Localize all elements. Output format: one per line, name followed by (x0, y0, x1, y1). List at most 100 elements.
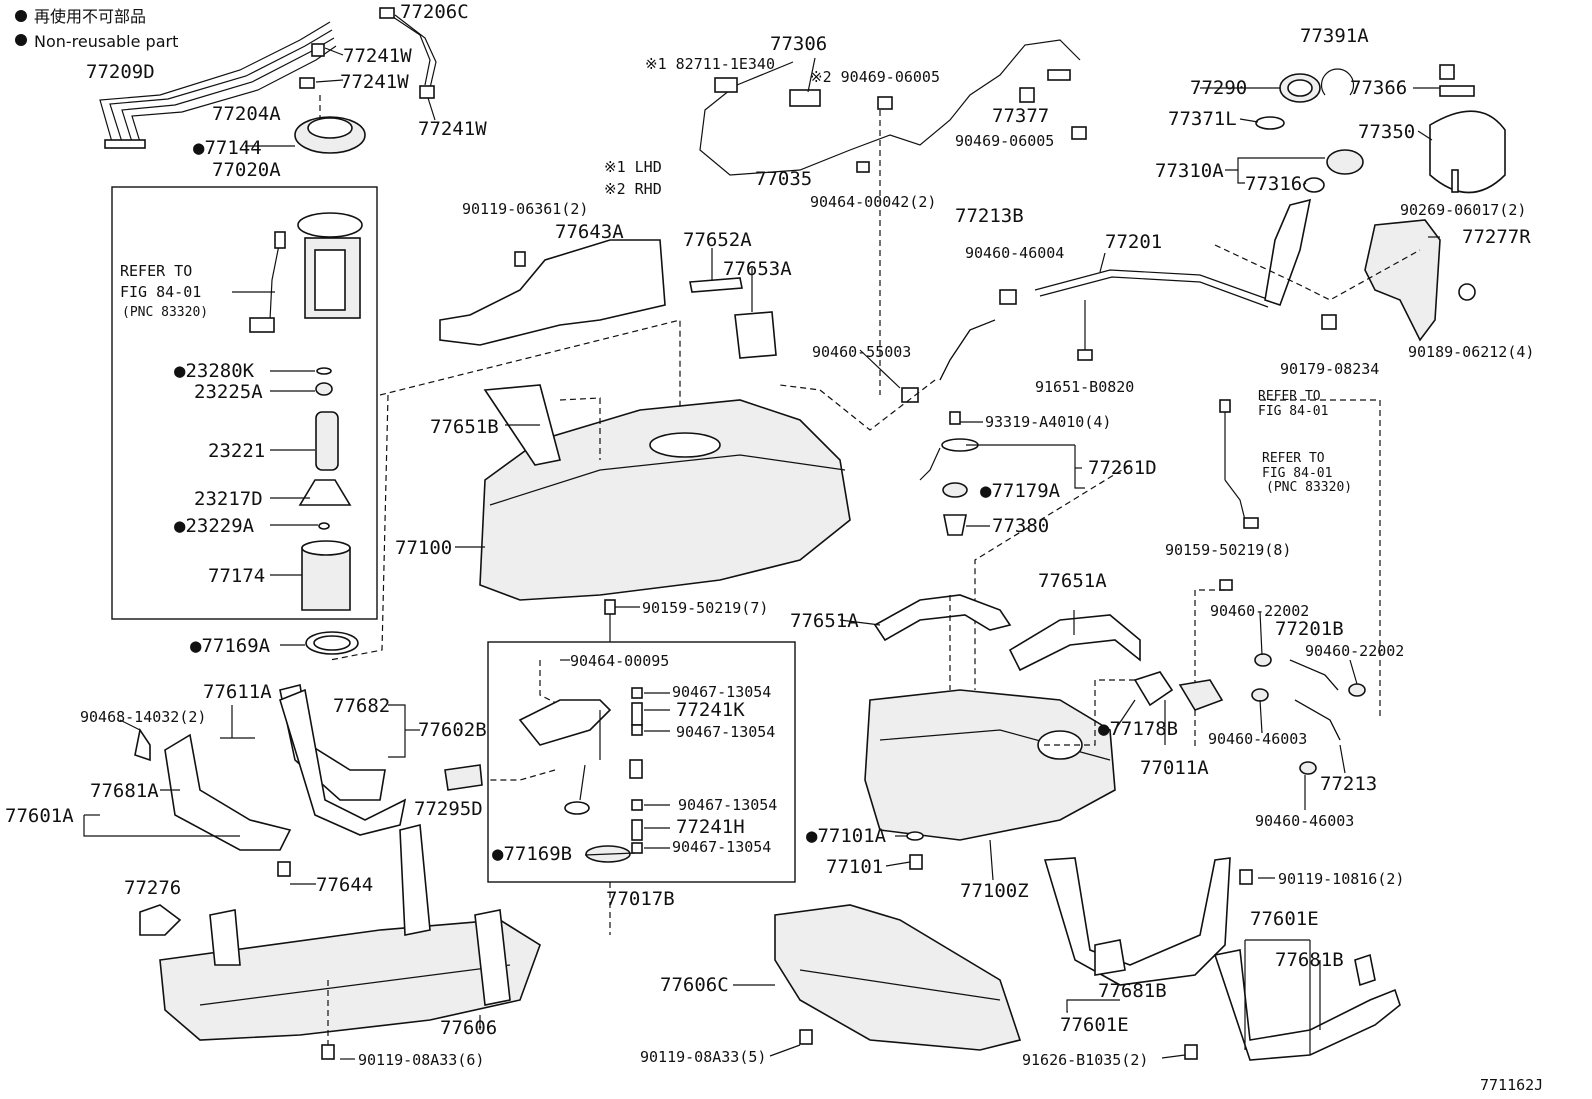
label-90467-13054-2: 90467-13054 (676, 723, 775, 741)
note-lhd: ※1 LHD (604, 158, 662, 176)
label-77011A: 77011A (1140, 757, 1209, 779)
refer-a-line3: (PNC 83320) (122, 305, 208, 320)
label-77371L: 77371L (1168, 108, 1237, 130)
label-77241W-2: 77241W (340, 71, 409, 93)
label-77310A: 77310A (1155, 160, 1224, 182)
label-77681B-2: 77681B (1275, 949, 1344, 971)
refer-c-line3: (PNC 83320) (1266, 480, 1352, 495)
sender-gauge-box (487, 641, 796, 883)
hose-77213B (779, 289, 1017, 431)
label-77350: 77350 (1358, 121, 1415, 143)
label-77681A: 77681A (90, 780, 159, 802)
label-91651-B0820: 91651-B0820 (1035, 378, 1134, 396)
protector-77606C (774, 904, 1022, 1051)
label-23225A: 23225A (194, 381, 263, 403)
note-rhd: ※2 RHD (604, 180, 662, 198)
label-90467-13054-4: 90467-13054 (672, 838, 771, 856)
label-77653A: 77653A (723, 258, 792, 280)
fuel-pump-module (249, 212, 363, 333)
label-90460-46003-1: 90460-46003 (1208, 730, 1307, 748)
brackets-top-center (439, 239, 777, 359)
label-77652A: 77652A (683, 229, 752, 251)
straps-lower-left (134, 684, 483, 936)
label-77169A: ●77169A (190, 635, 271, 657)
label-23221: 23221 (208, 440, 265, 462)
label-23280K: ●23280K (174, 360, 255, 382)
label-90467-13054-1: 90467-13054 (672, 683, 771, 701)
protector-77606 (159, 823, 541, 1060)
label-77261D: 77261D (1088, 457, 1157, 479)
harness-77035 (699, 39, 1087, 395)
label-77681B-1: 77681B (1098, 980, 1167, 1002)
refer-b-line1: REFER TO (1258, 389, 1321, 404)
fuel-lines-top-left (99, 7, 437, 149)
label-77643A: 77643A (555, 221, 624, 243)
label-90119-08A33-5: 90119-08A33(5) (640, 1048, 766, 1066)
label-77101: 77101 (826, 856, 883, 878)
label-90469-06005-b: 90469-06005 (955, 132, 1054, 150)
label-77290: 77290 (1190, 77, 1247, 99)
label-23229A: ●23229A (174, 515, 255, 537)
legend-en: Non-reusable part (34, 32, 178, 51)
label-77366: 77366 (1350, 77, 1407, 99)
label-77651A-1: 77651A (790, 610, 859, 632)
label-90119-06361: 90119-06361(2) (462, 200, 588, 218)
label-77276: 77276 (124, 877, 181, 899)
label-91626-B1035: 91626-B1035(2) (1022, 1051, 1148, 1069)
label-77606: 77606 (440, 1017, 497, 1039)
label-77241K: 77241K (676, 699, 745, 721)
label-90460-46003-2: 90460-46003 (1255, 812, 1354, 830)
label-90189-06212: 90189-06212(4) (1408, 343, 1534, 361)
label-77179A: ●77179A (980, 480, 1061, 502)
label-77644: 77644 (316, 874, 373, 896)
label-90179-08234: 90179-08234 (1280, 360, 1379, 378)
label-77020A: 77020A (212, 159, 281, 181)
pump-small-parts (298, 367, 359, 655)
refer-c-line1: REFER TO (1262, 451, 1325, 466)
label-77100: 77100 (395, 537, 452, 559)
label-23217D: 23217D (194, 488, 263, 510)
refer-b-line2: FIG 84-01 (1258, 404, 1328, 419)
label-77209D: 77209D (86, 61, 155, 83)
label-77277R: 77277R (1462, 226, 1531, 248)
label-90468-14032: 90468-14032(2) (80, 708, 206, 726)
label-77241W-3: 77241W (418, 118, 487, 140)
label-77611A: 77611A (203, 681, 272, 703)
label-77601E-1: 77601E (1060, 1014, 1129, 1036)
label-77316: 77316 (1245, 173, 1302, 195)
label-77017B: 77017B (606, 888, 675, 910)
fuel-pump-cover (294, 95, 366, 154)
refer-c-line2: FIG 84-01 (1262, 466, 1332, 481)
label-90269-06017: 90269-06017(2) (1400, 201, 1526, 219)
label-77380: 77380 (992, 515, 1049, 537)
label-77241H: 77241H (676, 816, 745, 838)
label-77213: 77213 (1320, 773, 1377, 795)
label-77651A-2: 77651A (1038, 570, 1107, 592)
label-77204A: 77204A (212, 103, 281, 125)
label-77035: 77035 (755, 168, 812, 190)
label-77206C: 77206C (400, 1, 469, 23)
label-77144: ●77144 (193, 137, 262, 159)
label-90464-00095: 90464-00095 (570, 652, 669, 670)
legend-jp: 再使用不可部品 (34, 7, 146, 26)
label-77178B: ●77178B (1098, 718, 1178, 740)
figure-id: 771162J (1480, 1076, 1543, 1094)
labels: 77209D 77204A 77206C 77241W 77241W 77241… (5, 1, 1543, 1094)
label-77295D: 77295D (414, 798, 483, 820)
label-77213B: 77213B (955, 205, 1024, 227)
straps-lower-right (1043, 857, 1401, 1061)
label-82711-1E340: ※1 82711-1E340 (645, 55, 775, 73)
label-77100Z: 77100Z (960, 880, 1029, 902)
label-77601A: 77601A (5, 805, 74, 827)
label-90464-00042: 90464-00042(2) (810, 193, 936, 211)
label-90460-46004: 90460-46004 (965, 244, 1064, 262)
refer-a-line2: FIG 84-01 (120, 283, 201, 301)
label-90159-50219-7: 90159-50219(7) (642, 599, 768, 617)
label-77606C: 77606C (660, 974, 729, 996)
label-77174: 77174 (208, 565, 265, 587)
label-93319-A4010: 93319-A4010(4) (985, 413, 1111, 431)
label-77391A: 77391A (1300, 25, 1369, 47)
label-77101A: ●77101A (806, 825, 887, 847)
label-90119-10816: 90119-10816(2) (1278, 870, 1404, 888)
